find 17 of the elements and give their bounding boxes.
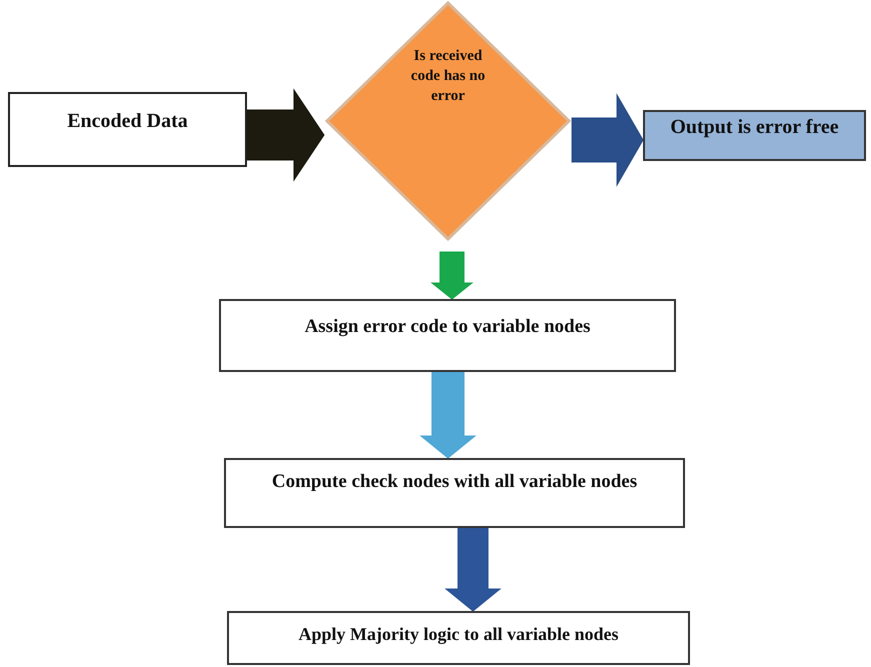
- process-box: [219, 299, 676, 372]
- block-arrow: [420, 372, 476, 459]
- node-label: Is received code has no error: [410, 47, 486, 106]
- node-label: Compute check nodes with all variable nodes: [272, 470, 638, 494]
- process-box: [643, 110, 866, 161]
- decision-diamond: [324, 0, 572, 242]
- node-label: Assign error code to variable nodes: [304, 315, 590, 339]
- process-box: [224, 458, 685, 528]
- process-box: [227, 611, 690, 665]
- node-label: Encoded Data: [67, 109, 188, 134]
- block-arrow: [572, 93, 644, 187]
- node-label: Apply Majority logic to all variable nodes: [298, 623, 618, 646]
- block-arrow: [430, 252, 474, 300]
- node-label: Output is error free: [670, 115, 839, 140]
- block-arrow: [246, 88, 325, 182]
- block-arrow: [444, 528, 502, 612]
- process-box: [8, 92, 247, 167]
